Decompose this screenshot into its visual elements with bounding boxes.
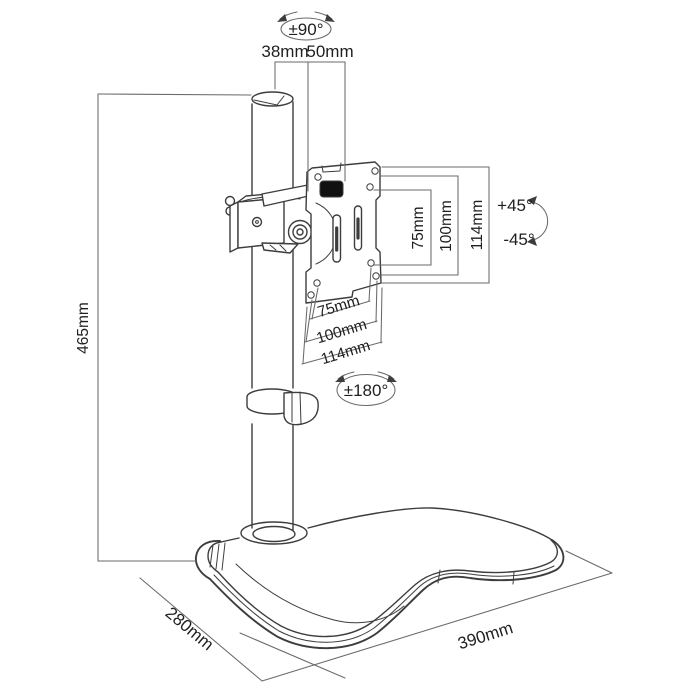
rotation-ellipse-icon [336, 373, 396, 407]
vesa-hole [307, 291, 315, 299]
dim-38mm-label: 38mm [261, 42, 308, 61]
dim-50mm-label: 50mm [306, 42, 353, 61]
clamp-screw [251, 216, 263, 228]
pole-grommet [240, 521, 308, 545]
tilt-down-label: -45° [503, 230, 534, 249]
vesa-114-vertical-label: 114mm [469, 200, 486, 251]
swivel-top-label: ±90° [288, 20, 323, 39]
vesa-100-vertical-label: 100mm [438, 200, 455, 252]
base [194, 507, 565, 650]
rotate-right-arrow-icon [377, 371, 395, 380]
tilt-annotation: +45° -45° [497, 196, 549, 249]
vesa-75-vertical-label: 75mm [410, 206, 427, 249]
tilt-up-label: +45° [497, 196, 533, 215]
rotation-ellipse-icon [280, 17, 332, 41]
tilt-pivot [287, 219, 313, 245]
stand-artwork [194, 91, 565, 650]
dimension-annotations: ±90° 38mm 50mm 465mm 75mm 100m [75, 11, 613, 682]
vesa-hole [366, 183, 374, 191]
vesa-hole [314, 173, 322, 181]
swivel-90-annotation: ±90° [277, 11, 335, 41]
vesa-hole [313, 279, 321, 287]
rotate-left-arrow-icon [337, 371, 355, 380]
vesa-hole [372, 272, 380, 280]
pole [251, 91, 294, 531]
clip-hook [283, 391, 319, 426]
vesa-plate [305, 161, 382, 304]
vesa-hole [367, 259, 375, 267]
cable-clip [246, 388, 319, 426]
tip-ridges [209, 542, 226, 571]
pole-top-cap [251, 91, 294, 107]
height-dimension: 465mm [75, 93, 252, 562]
thumbscrew [319, 180, 344, 198]
tilt-arc-icon [531, 201, 549, 241]
vesa-hole [371, 167, 379, 175]
dim-height-label: 465mm [75, 302, 92, 354]
swivel-plate-label: ±180° [344, 381, 389, 400]
swivel-180-annotation: ±180° [335, 371, 397, 407]
top-offset-dimensions: 38mm 50mm [261, 42, 354, 192]
vesa-vertical-dimensions: 75mm 100mm 114mm [373, 166, 490, 284]
